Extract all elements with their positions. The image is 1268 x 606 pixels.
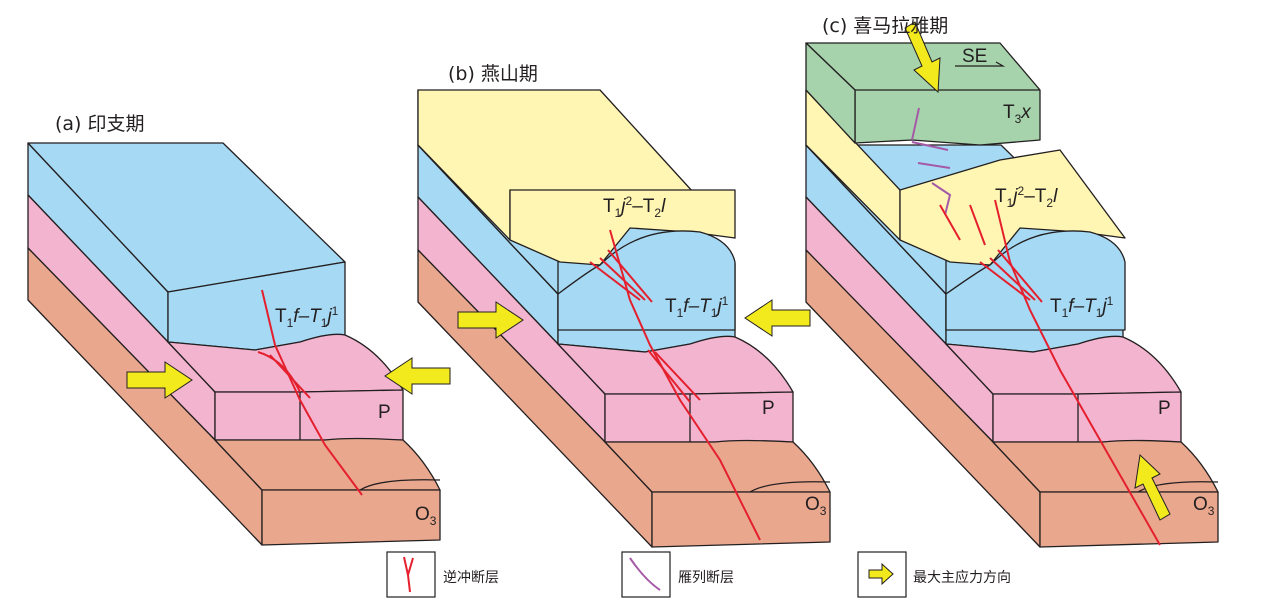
- echelon-fault-icon: [629, 557, 661, 591]
- stratum-label-t1f-t1j1: T1f–T1j1: [665, 294, 729, 320]
- stratum-label-o3: O3: [415, 504, 437, 528]
- panel-b-yanshanian: (b) 燕山期 T1j2–T2l T1f–T1j1 P O3: [417, 63, 831, 548]
- stratum-label-t1f-t1j1: T1f–T1j1: [1050, 294, 1114, 320]
- panel-title: (b) 燕山期: [448, 63, 538, 85]
- stratum-label-p: P: [762, 398, 775, 419]
- panel-a-indosinian: (a) 印支期 T1f–T1j1 P O3: [27, 113, 451, 546]
- legend-label-max-principal-stress: 最大主应力方向: [913, 569, 1011, 586]
- stress-arrow-icon: [868, 562, 894, 586]
- stress-arrow-icon: [744, 299, 811, 337]
- panel-c-himalayan: (c) 喜马拉雅期 SE T3x T1j2–T2l T1f–T1j1 P O3: [805, 15, 1219, 548]
- stress-arrow-icon: [904, 21, 941, 94]
- stratum-label-t3x: T3x: [1003, 102, 1032, 126]
- stratum-label-o3: O3: [1193, 494, 1215, 518]
- stress-arrow-icon: [1134, 453, 1171, 521]
- thrust-fault: [261, 289, 363, 496]
- thrust-fault-splay: [257, 351, 311, 399]
- stratum-label-t1f-t1j1: T1f–T1j1: [275, 304, 339, 330]
- stratum-label-p: P: [378, 402, 391, 423]
- stress-arrow-icon: [457, 301, 524, 339]
- legend-label-thrust-fault: 逆冲断层: [443, 570, 499, 586]
- direction-label-se: SE: [962, 46, 987, 67]
- panel-title: (c) 喜马拉雅期: [822, 15, 948, 37]
- thrust-fault-splay: [979, 249, 1043, 303]
- stratum-label-t1j2-t2l: T1j2–T2l: [603, 194, 666, 220]
- echelon-fault: [911, 107, 952, 216]
- stratum-label-t1j2-t2l: T1j2–T2l: [995, 184, 1058, 210]
- stress-arrow-icon: [126, 361, 193, 399]
- thrust-fault-splay: [589, 249, 653, 303]
- panel-title: (a) 印支期: [55, 113, 145, 135]
- thrust-fault-icon: [403, 556, 414, 593]
- stress-arrow-icon: [384, 357, 451, 395]
- direction-arrow-icon: [955, 61, 1006, 67]
- thrust-fault: [939, 199, 1161, 546]
- stratum-label-p: P: [1158, 398, 1171, 419]
- legend: 逆冲断层 雁列断层 最大主应力方向: [386, 551, 1011, 598]
- stratum-label-o3: O3: [805, 494, 827, 518]
- thrust-fault-splay: [647, 349, 701, 403]
- legend-label-echelon-fault: 雁列断层: [678, 570, 734, 586]
